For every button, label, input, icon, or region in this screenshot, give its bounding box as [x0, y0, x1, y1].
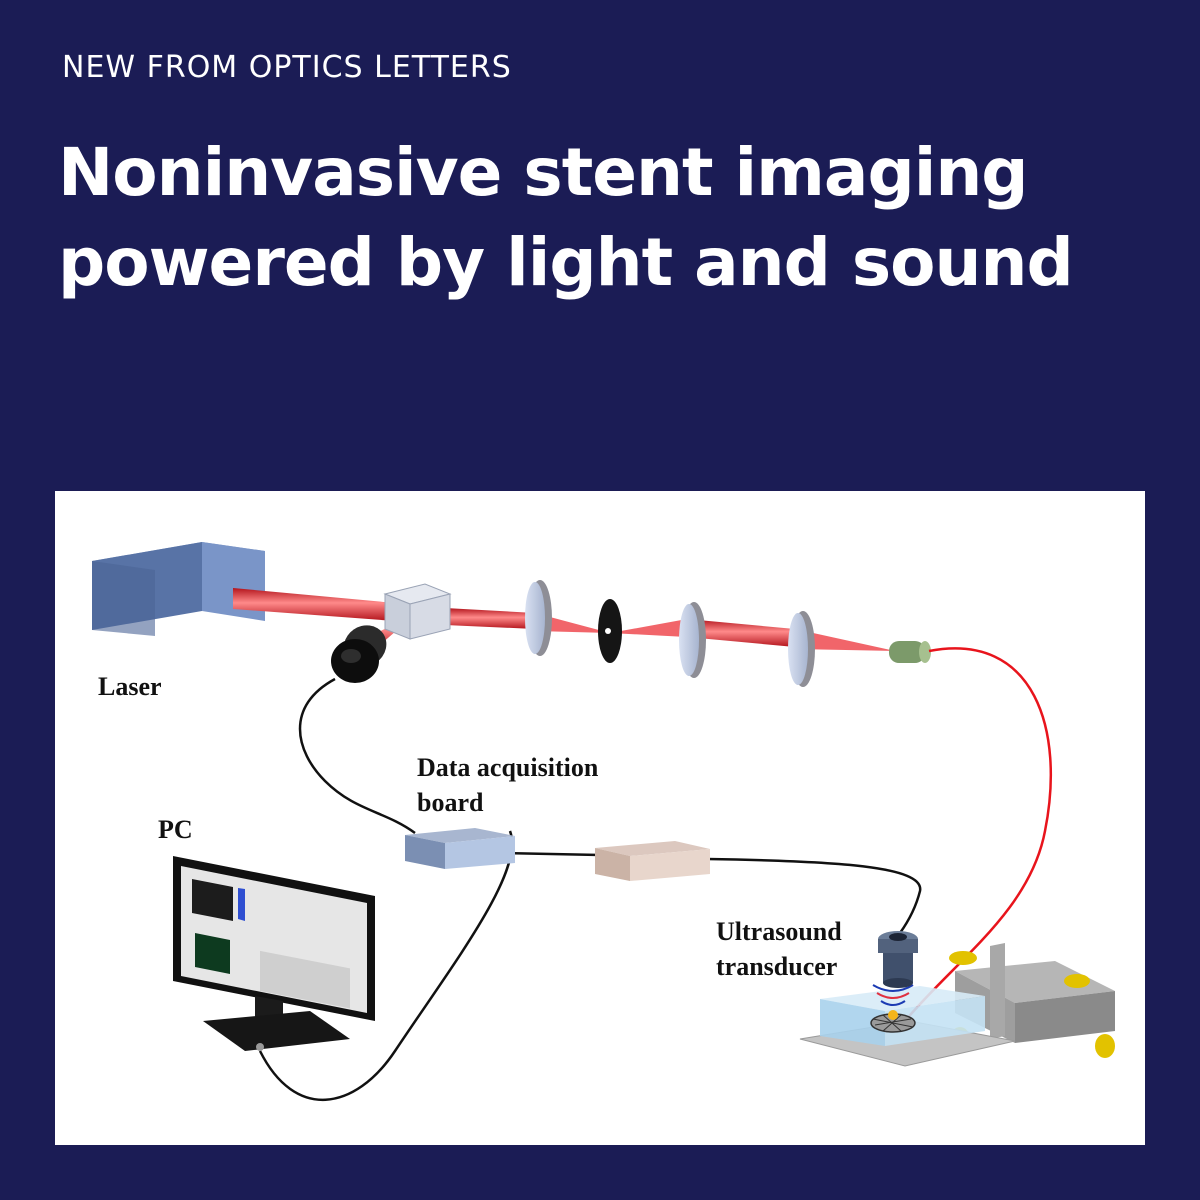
headline: Noninvasive stent imaging powered by lig…	[58, 128, 1158, 308]
label-laser: Laser	[98, 672, 162, 701]
headline-line-1: Noninvasive stent imaging	[58, 134, 1029, 211]
ultrasound-transducer	[878, 931, 918, 988]
label-transducer-line-1: Ultrasound	[716, 917, 842, 946]
setup-diagram-panel: Laser Data acquisition board PC Ultrasou…	[55, 491, 1145, 1145]
signal-cables	[258, 677, 922, 1102]
kicker-text: NEW FROM OPTICS LETTERS	[62, 50, 512, 85]
lens-3	[788, 611, 815, 687]
stent	[870, 1010, 916, 1033]
acoustic-waves	[872, 984, 914, 1006]
daq-board	[405, 828, 515, 869]
label-pc: PC	[158, 815, 193, 844]
label-daq: Data acquisition board	[417, 750, 598, 820]
headline-line-2: powered by light and sound	[58, 224, 1074, 301]
fiber-coupler	[889, 641, 931, 663]
photodetector	[331, 625, 387, 683]
label-daq-line-2: board	[417, 788, 484, 817]
label-transducer: Ultrasound transducer	[716, 914, 842, 984]
lens-1	[525, 580, 552, 656]
pinhole-aperture	[598, 599, 622, 663]
amplifier-box	[595, 841, 710, 881]
beam-splitter-cube	[383, 583, 452, 640]
pc-monitor	[173, 856, 375, 1051]
label-transducer-line-2: transducer	[716, 952, 838, 981]
setup-diagram	[92, 542, 1115, 1102]
label-daq-line-1: Data acquisition	[417, 753, 599, 782]
lens-2	[679, 602, 706, 678]
water-tank	[820, 986, 985, 1046]
